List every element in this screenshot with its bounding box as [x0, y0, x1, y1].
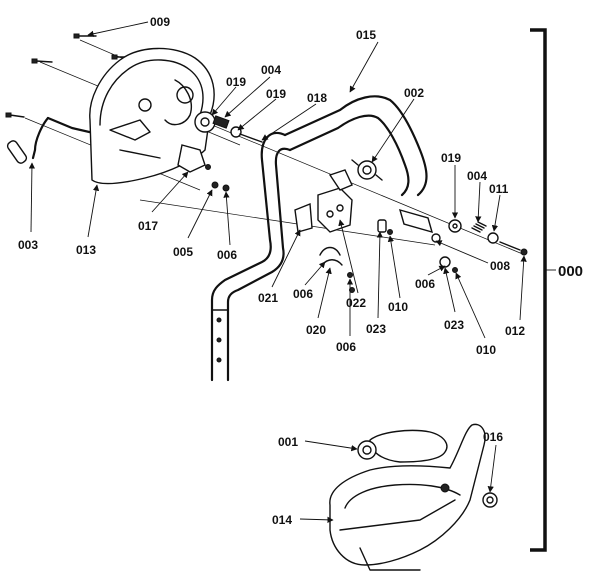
bolt-009-group	[5, 33, 135, 118]
part-label: 018	[307, 91, 327, 105]
part-label: 014	[272, 513, 292, 527]
part-label: 001	[278, 435, 298, 449]
handlebar-015	[210, 95, 428, 382]
part-label: 005	[173, 245, 193, 259]
mount-bracket-022	[317, 169, 353, 233]
part-label: 012	[505, 324, 525, 338]
part-label: 023	[366, 322, 386, 336]
part-label: 006	[293, 287, 313, 301]
part-label: 019	[226, 75, 246, 89]
part-label: 023	[444, 318, 464, 332]
part-label: 013	[76, 243, 96, 257]
part-label: 020	[306, 323, 326, 337]
crank-handle-003	[6, 116, 100, 164]
part-label: 004	[261, 63, 281, 77]
part-label: 015	[356, 28, 376, 42]
gear-set-017	[177, 111, 263, 173]
lower-housing-014	[329, 423, 486, 571]
knob-001	[357, 440, 450, 493]
part-label: 017	[138, 219, 158, 233]
part-label: 019	[266, 87, 286, 101]
part-label: 002	[404, 86, 424, 100]
knob-002	[351, 159, 383, 181]
hardware-005-006	[205, 164, 230, 192]
part-label: 004	[467, 169, 487, 183]
part-label: 010	[476, 343, 496, 357]
part-labels: 009 015 019 004 019 018 002 017 005 006 …	[18, 15, 583, 527]
leader-lines	[28, 21, 527, 523]
hardware-010-023	[347, 219, 458, 293]
part-label: 011	[489, 182, 509, 196]
part-label: 021	[258, 291, 278, 305]
part-label: 006	[336, 340, 356, 354]
part-label: 010	[388, 300, 408, 314]
part-label: 003	[18, 238, 38, 252]
assembly-label: 000	[558, 263, 583, 280]
assembly-bracket	[530, 28, 556, 552]
part-label: 008	[490, 259, 510, 273]
part-label: 006	[217, 248, 237, 262]
cap-016	[482, 492, 498, 508]
shaft-parts-right	[398, 208, 528, 256]
part-label: 016	[483, 430, 503, 444]
part-label: 019	[441, 151, 461, 165]
part-label: 009	[150, 15, 170, 29]
part-label: 006	[415, 277, 435, 291]
part-label: 022	[346, 296, 366, 310]
